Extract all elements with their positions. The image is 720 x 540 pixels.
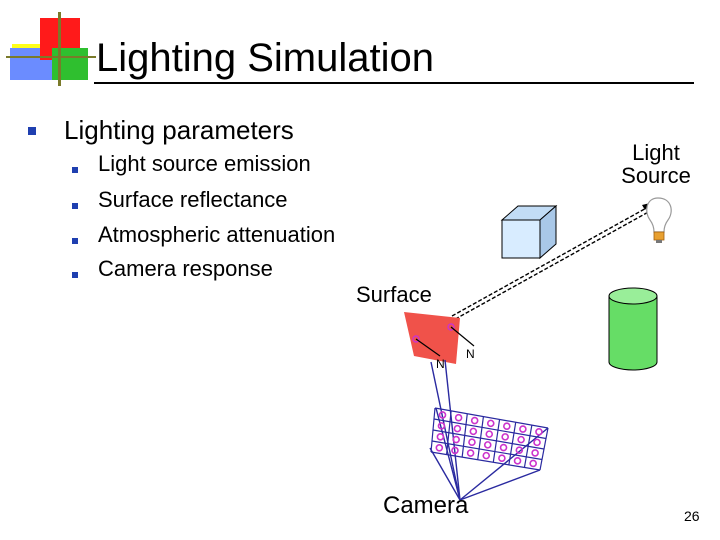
light-label-line2: Source xyxy=(621,163,691,188)
light-rays xyxy=(449,205,653,323)
pixel-sample-marker xyxy=(535,428,543,436)
pixel-sample-marker xyxy=(436,433,445,441)
pixel-sample-marker xyxy=(435,444,444,452)
bullet-marker xyxy=(28,127,36,135)
page-number: 26 xyxy=(684,508,700,524)
pixel-sample-marker xyxy=(469,427,478,436)
pixel-sample-marker xyxy=(482,451,491,460)
sub-bullet-reflectance: Surface reflectance xyxy=(98,187,288,212)
pixel-sample-marker xyxy=(468,438,476,446)
light-source-label: Light Source xyxy=(604,141,708,187)
main-bullet-text: Lighting parameters xyxy=(64,115,294,145)
pixel-sample-marker xyxy=(513,457,522,465)
light-ray-2 xyxy=(449,209,653,323)
light-bulb-icon xyxy=(646,197,672,243)
box-object xyxy=(500,204,558,260)
slide-title: Lighting Simulation xyxy=(96,36,434,80)
grid-line xyxy=(433,418,547,440)
surface-label: Surface xyxy=(356,282,432,307)
camera-frustum xyxy=(429,359,549,501)
pixel-sample-marker xyxy=(437,422,446,430)
pixel-sample-marker xyxy=(499,443,508,452)
pixel-sample-marker xyxy=(454,413,463,422)
surface-patch xyxy=(404,312,460,364)
sub-bullet-marker xyxy=(72,203,78,209)
cylinder-object xyxy=(608,287,658,371)
pixel-sample-marker xyxy=(438,411,447,419)
normal-vector-right xyxy=(450,326,475,347)
pixel-sample-marker xyxy=(529,459,537,468)
sub-bullet-camera: Camera response xyxy=(98,256,273,281)
grid-line xyxy=(430,451,541,471)
sub-bullet-marker xyxy=(72,167,78,173)
pixel-sample-marker xyxy=(453,424,462,433)
pixel-sample-marker xyxy=(503,422,511,430)
sub-bullet-attenuation: Atmospheric attenuation xyxy=(98,222,336,247)
light-label-line1: Light xyxy=(632,140,680,165)
pixel-sample-marker xyxy=(515,446,524,455)
logo-vertical-line xyxy=(58,12,61,86)
camera-image-plane xyxy=(430,407,549,471)
pixel-sample-marker xyxy=(466,449,475,457)
surface-point xyxy=(447,323,455,331)
pixel-sample-marker xyxy=(533,438,541,447)
surface-point xyxy=(412,335,420,343)
pixel-sample-marker xyxy=(483,441,492,449)
sub-bullet-marker xyxy=(72,238,78,244)
pixel-sample-marker xyxy=(451,446,459,455)
pixel-sample-marker xyxy=(470,416,479,425)
normal-label-left: N xyxy=(436,357,445,371)
sub-bullet-marker xyxy=(72,272,78,278)
logo-horizontal-line xyxy=(6,56,96,58)
pixel-sample-marker xyxy=(452,435,460,444)
camera-label: Camera xyxy=(383,492,469,519)
title-underline xyxy=(94,82,694,84)
light-ray-1 xyxy=(451,205,651,317)
pixel-sample-marker xyxy=(498,454,506,463)
normal-label-right: N xyxy=(466,347,475,361)
pixel-sample-marker xyxy=(531,449,539,457)
pixel-sample-marker xyxy=(485,430,494,438)
grid-line xyxy=(432,429,545,450)
grid-line xyxy=(431,440,543,461)
pixel-sample-marker xyxy=(486,419,495,428)
grid-line xyxy=(434,407,549,429)
sub-bullet-emission: Light source emission xyxy=(98,151,311,176)
pixel-sample-marker xyxy=(517,435,525,444)
normal-vector-left xyxy=(415,338,441,357)
pixel-sample-marker xyxy=(519,425,527,433)
pixel-sample-marker xyxy=(501,433,509,441)
